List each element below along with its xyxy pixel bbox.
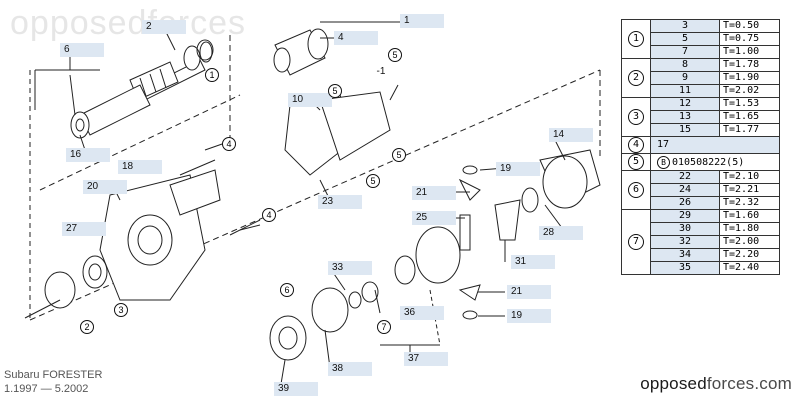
table-part-number[interactable]: 35: [650, 261, 720, 275]
table-part-number: 010508222(5): [672, 156, 745, 168]
brand-part1: opposed: [640, 374, 707, 393]
callout-2: 2: [80, 320, 94, 334]
part-label[interactable]: 36: [400, 306, 444, 320]
table-part-number[interactable]: 11: [650, 84, 720, 98]
table-thickness: T=2.20: [719, 248, 780, 262]
callout-5: 5: [388, 48, 402, 62]
model-years: 1.1997 — 5.2002: [4, 383, 89, 395]
part-label[interactable]: 14: [549, 128, 593, 142]
part-label[interactable]: 20: [83, 180, 127, 194]
part-label[interactable]: 6: [60, 43, 104, 57]
part-label[interactable]: 23: [318, 195, 362, 209]
table-thickness: T=2.10: [719, 170, 780, 184]
cover-10: [319, 91, 391, 161]
table-thickness: T=1.53: [719, 97, 780, 111]
table-part-number[interactable]: 22: [650, 170, 720, 184]
table-thickness: T=0.50: [719, 19, 780, 33]
table-thickness: T=1.78: [719, 58, 780, 72]
table-part-number[interactable]: 9: [650, 71, 720, 85]
group-number: 7: [628, 234, 644, 250]
drive-gear-27: [24, 255, 108, 319]
callout-5: 5: [366, 174, 380, 188]
shaft-bearing-16: [70, 84, 151, 139]
part-label[interactable]: 16: [66, 148, 110, 162]
part-label[interactable]: 18: [118, 160, 162, 174]
table-part-number[interactable]: 8: [650, 58, 720, 72]
part-label[interactable]: 1: [400, 14, 444, 28]
table-thickness: T=1.80: [719, 222, 780, 236]
part-label[interactable]: 38: [328, 362, 372, 376]
table-part-number[interactable]: 32: [650, 235, 720, 249]
callout-minus-1: -1: [376, 66, 386, 77]
brand-logo[interactable]: opposedforces.com: [640, 374, 792, 394]
table-part-number[interactable]: 7: [650, 45, 720, 59]
table-thickness: T=2.02: [719, 84, 780, 98]
part-label[interactable]: 19: [496, 162, 540, 176]
table-thickness: T=1.90: [719, 71, 780, 85]
shim-table: 1 3 T=0.50 5 T=0.75 7 T=1.00 2 8 T=1.78 …: [621, 19, 780, 275]
table-thickness: T=2.32: [719, 196, 780, 210]
part-label[interactable]: 4: [334, 31, 378, 45]
brand-part2: forces.com: [706, 374, 792, 393]
table-thickness: T=2.21: [719, 183, 780, 197]
part-label[interactable]: 39: [274, 382, 318, 396]
table-part-number[interactable]: 34: [650, 248, 720, 262]
transfer-case-18: [99, 169, 221, 301]
callout-4: 4: [262, 208, 276, 222]
table-thickness: T=1.77: [719, 123, 780, 137]
table-part-number[interactable]: 29: [650, 209, 720, 223]
group-number: 6: [628, 182, 644, 198]
housing-part-4: [273, 28, 329, 76]
callout-6: 6: [280, 283, 294, 297]
callout-5: 5: [392, 148, 406, 162]
part-label[interactable]: 33: [328, 261, 372, 275]
group-number: 5: [628, 154, 644, 170]
table-thickness: T=1.65: [719, 110, 780, 124]
callout-3: 3: [114, 303, 128, 317]
table-thickness: T=2.00: [719, 235, 780, 249]
group-number: 2: [628, 70, 644, 86]
part-label[interactable]: 19: [507, 309, 551, 323]
table-part-number[interactable]: 5: [650, 32, 720, 46]
group-number: 1: [628, 31, 644, 47]
part-label[interactable]: 31: [511, 255, 555, 269]
part-label[interactable]: 25: [412, 211, 456, 225]
diff-case-14: [539, 149, 601, 209]
part-label[interactable]: 10: [288, 93, 332, 107]
group-number: 4: [628, 137, 644, 153]
table-part-number[interactable]: 13: [650, 110, 720, 124]
callout-1: 1: [205, 68, 219, 82]
table-thickness: T=0.75: [719, 32, 780, 46]
callout-7: 7: [377, 320, 391, 334]
model-name: Subaru FORESTER: [4, 369, 103, 381]
part-label[interactable]: 2: [142, 20, 186, 34]
assembly-axis-upper: [39, 94, 241, 191]
table-part-number[interactable]: 24: [650, 183, 720, 197]
table-part-number[interactable]: 30: [650, 222, 720, 236]
table-part-number[interactable]: 12: [650, 97, 720, 111]
table-part-number[interactable]: 17: [650, 136, 780, 154]
callout-4: 4: [222, 137, 236, 151]
diff-housing-36: [394, 226, 461, 285]
table-part-number[interactable]: 26: [650, 196, 720, 210]
table-part-number[interactable]: 15: [650, 123, 720, 137]
group-number: 3: [628, 109, 644, 125]
table-thickness: T=2.40: [719, 261, 780, 275]
table-thickness: T=1.00: [719, 45, 780, 59]
part-label[interactable]: 37: [404, 352, 448, 366]
part-label[interactable]: 21: [412, 186, 456, 200]
watermark: opposedforces: [10, 4, 247, 42]
part-label[interactable]: 27: [62, 222, 106, 236]
table-thickness: T=1.60: [719, 209, 780, 223]
part-label[interactable]: 28: [539, 226, 583, 240]
bolt-symbol: B: [657, 155, 670, 169]
part-label[interactable]: 21: [507, 285, 551, 299]
table-part-number[interactable]: 3: [650, 19, 720, 33]
callout-5: 5: [328, 84, 342, 98]
